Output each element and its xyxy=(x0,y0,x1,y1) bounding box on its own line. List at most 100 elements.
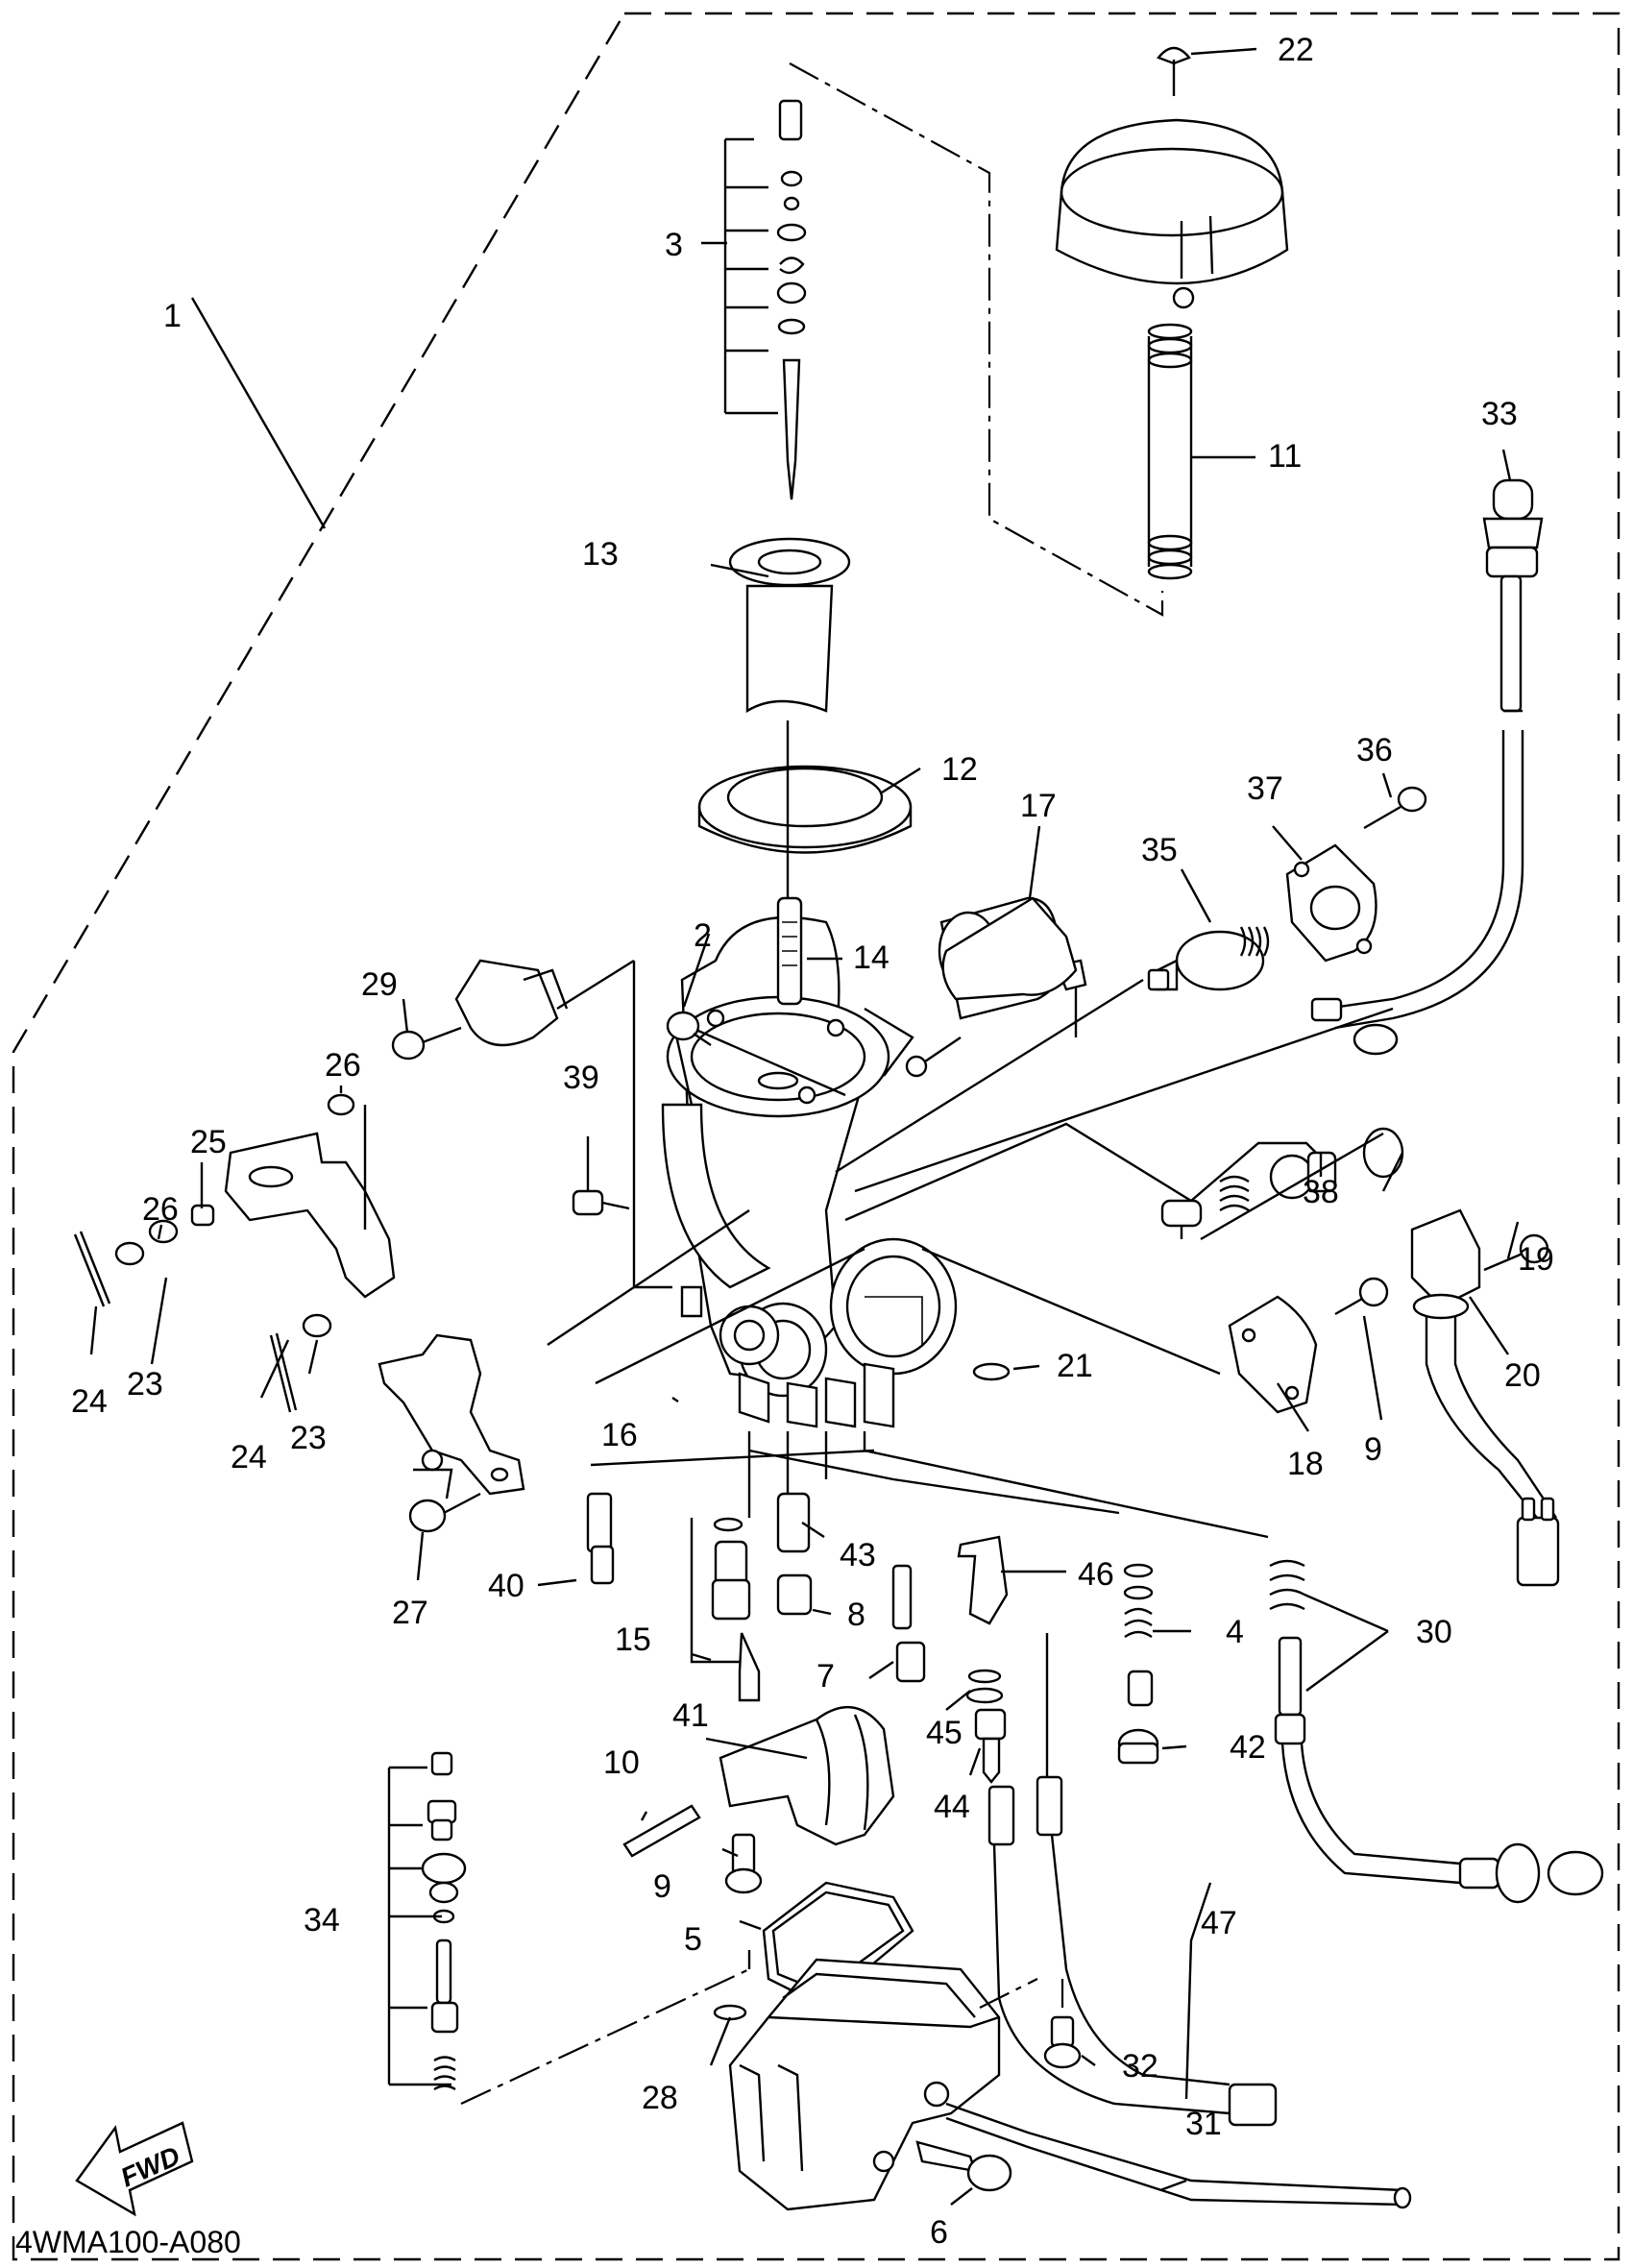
starter-plate-screw xyxy=(1363,786,1427,830)
float-bowl xyxy=(728,1958,1001,2211)
drain-screw-32 xyxy=(979,1978,1082,2069)
lever-screw-27 xyxy=(408,1492,481,1533)
callout-29: 29 xyxy=(361,966,398,1003)
callout-11: 11 xyxy=(1268,438,1302,475)
screw-9-lower xyxy=(724,1833,763,1894)
callout-25: 25 xyxy=(190,1124,227,1160)
callout-34: 34 xyxy=(304,1902,340,1939)
throttle-lever-29 xyxy=(454,959,635,1047)
throttle-plunger-30 xyxy=(1269,1559,1604,1904)
jet-group-lines xyxy=(590,1431,1269,1539)
washer-45 xyxy=(967,1669,1002,1684)
fwd-arrow-icon: FWD xyxy=(75,2121,194,2217)
callout-37: 37 xyxy=(1247,770,1283,807)
callout-27: 27 xyxy=(392,1595,428,1631)
pilot-jet-43 xyxy=(776,1492,811,1553)
callout-22: 22 xyxy=(1278,32,1314,68)
callout-32: 32 xyxy=(1122,2048,1158,2085)
callout-46: 46 xyxy=(1078,1556,1114,1593)
callout-9-upper: 9 xyxy=(1364,1431,1382,1468)
o-ring-21 xyxy=(972,1362,1011,1381)
piston-spring xyxy=(1147,323,1193,580)
callout-26-left: 26 xyxy=(142,1191,179,1228)
starter-jet-set xyxy=(1160,1127,1404,1241)
callout-47: 47 xyxy=(1201,1905,1237,1941)
bracket-26 xyxy=(224,1105,396,1299)
throttle-screw-19 xyxy=(1483,1233,1549,1272)
callout-21: 21 xyxy=(1057,1348,1093,1384)
callout-30: 30 xyxy=(1416,1614,1452,1650)
link-small-parts xyxy=(73,1204,332,1413)
needle-jet-14 xyxy=(776,896,803,1006)
callout-8: 8 xyxy=(847,1597,865,1633)
callout-40: 40 xyxy=(488,1568,524,1604)
callout-18: 18 xyxy=(1287,1446,1324,1482)
lever-screw-29 xyxy=(391,1026,462,1061)
callout-26-top: 26 xyxy=(325,1047,361,1084)
carburetor-body xyxy=(661,915,962,1428)
pin-rod xyxy=(891,1564,913,1630)
cover-screw xyxy=(1157,46,1191,96)
float-41 xyxy=(719,1706,895,1846)
top-assembly-centerline xyxy=(789,62,1164,617)
callout-13: 13 xyxy=(582,536,619,573)
jet-set-4 xyxy=(1123,1563,1154,1707)
piston-valve xyxy=(728,537,851,714)
sensor-wires-47 xyxy=(987,1633,1278,2127)
choke-cable xyxy=(1310,478,1544,1056)
callout-45: 45 xyxy=(926,1715,963,1751)
callout-24-right: 24 xyxy=(231,1439,267,1475)
washer-26-top xyxy=(327,1093,355,1116)
callout-15: 15 xyxy=(615,1622,651,1658)
callout-2: 2 xyxy=(694,917,712,954)
pin-10 xyxy=(622,1804,701,1858)
sensor-44 xyxy=(965,1687,1007,1784)
assembly-boundary xyxy=(12,12,1621,2261)
callout-12: 12 xyxy=(941,751,978,788)
part-number: 4WMA100-A080 xyxy=(15,2225,241,2259)
callout-10: 10 xyxy=(603,1744,640,1781)
lever-assembly-27 xyxy=(378,1333,525,1500)
drain-hose-31 xyxy=(945,2102,1412,2209)
jet-needle-set xyxy=(723,99,807,500)
callout-42: 42 xyxy=(1230,1729,1266,1766)
idle-jet-17 xyxy=(941,896,1078,1001)
callout-4: 4 xyxy=(1226,1614,1244,1650)
throttle-cable-housing xyxy=(1410,1208,1560,1587)
jet-8 xyxy=(776,1573,813,1616)
callout-23-left: 23 xyxy=(127,1366,163,1402)
callout-39: 39 xyxy=(563,1060,599,1096)
top-cover xyxy=(1055,118,1289,309)
callout-17: 17 xyxy=(1020,788,1057,824)
callout-38: 38 xyxy=(1303,1174,1339,1210)
callout-19: 19 xyxy=(1518,1241,1554,1278)
starter-plate xyxy=(1285,843,1377,963)
plunger-set-34 xyxy=(387,1751,751,2105)
callout-16: 16 xyxy=(601,1417,638,1453)
callout-3: 3 xyxy=(665,227,683,263)
callout-7: 7 xyxy=(816,1658,835,1695)
diaphragm xyxy=(697,765,913,854)
callout-1: 1 xyxy=(163,298,182,334)
pilot-screw-39 xyxy=(572,1189,630,1216)
leader-lines xyxy=(89,47,1520,2206)
cable-bracket-18 xyxy=(1228,1295,1318,1414)
main-jet-15 xyxy=(690,1517,761,1702)
callouts: 1 2 3 4 5 6 7 8 9 9 10 11 12 13 14 15 16… xyxy=(71,32,1554,2251)
callout-28: 28 xyxy=(642,2080,678,2116)
callout-9-lower: 9 xyxy=(653,1868,671,1905)
callout-6: 6 xyxy=(930,2214,948,2251)
callout-44: 44 xyxy=(934,1789,970,1825)
starter-plunger xyxy=(1147,926,1270,991)
jet-40 xyxy=(586,1492,615,1585)
o-ring-28 xyxy=(713,2004,747,2021)
callout-20: 20 xyxy=(1504,1357,1541,1394)
callout-41: 41 xyxy=(672,1697,709,1734)
callout-23-right: 23 xyxy=(290,1420,327,1456)
callout-24-left: 24 xyxy=(71,1383,108,1420)
jet-7 xyxy=(895,1641,926,1683)
callout-36: 36 xyxy=(1356,732,1393,768)
throttle-screw-9 xyxy=(1334,1277,1389,1316)
callout-33: 33 xyxy=(1481,396,1518,432)
